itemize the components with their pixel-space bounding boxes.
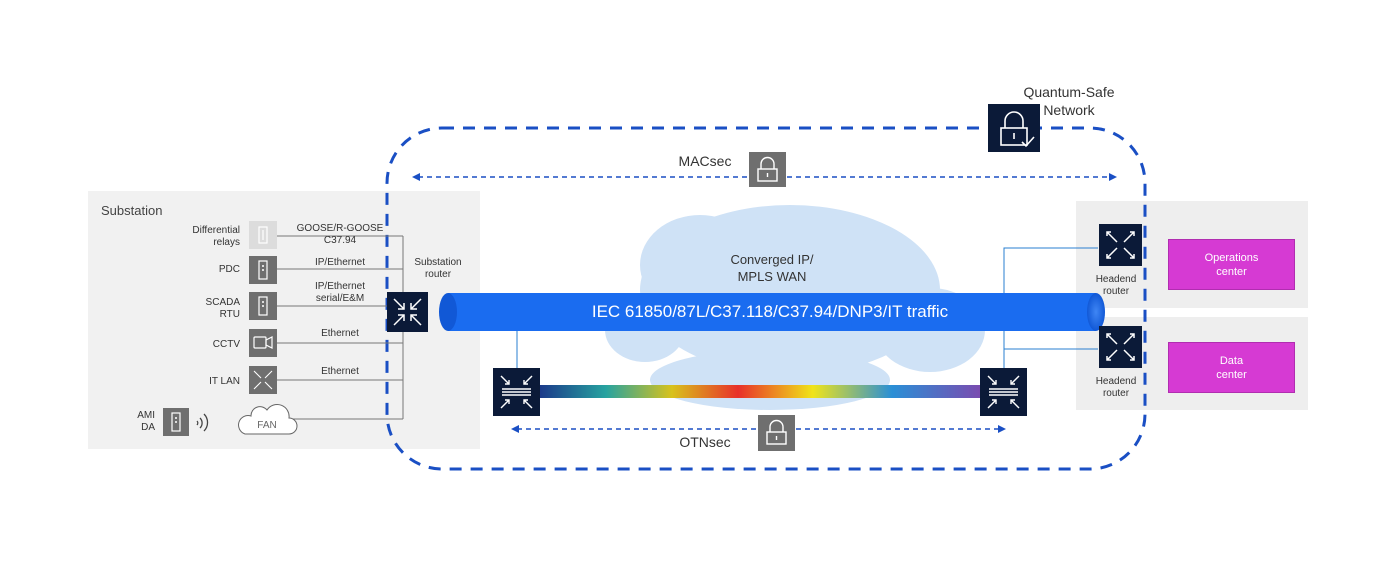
pipe-label: IEC 61850/87L/C37.118/C37.94/DNP3/IT tra… xyxy=(591,302,949,321)
substation-title: Substation xyxy=(101,203,163,218)
otnsec-label: OTNsec xyxy=(679,434,731,450)
quantum-safe-label: Quantum-Safe Network xyxy=(1023,84,1115,118)
cloud-label: Converged IP/ MPLS WAN xyxy=(730,252,814,284)
device-label-pdc: PDC xyxy=(218,264,240,275)
rtu-icon xyxy=(249,256,277,284)
traffic-pipe xyxy=(439,293,1105,331)
lan-switch-icon xyxy=(249,366,277,394)
otnsec-arrow xyxy=(511,425,1006,433)
macsec-label: MACsec xyxy=(678,153,732,169)
headend-router-label-2: Headend router xyxy=(1095,376,1137,399)
optical-transport-line xyxy=(540,385,980,398)
cloud-icon xyxy=(605,205,985,410)
camera-icon xyxy=(249,329,277,357)
lock-icon xyxy=(758,415,795,451)
link-label-cctv: Ethernet xyxy=(321,328,359,339)
operations-center-box: Operations center xyxy=(1168,239,1295,290)
device-label-ami: AMI DA xyxy=(137,410,155,433)
link-label-pdc: IP/Ethernet xyxy=(314,257,366,268)
link-label-itlan: Ethernet xyxy=(321,366,359,377)
device-label-itlan: IT LAN xyxy=(209,376,240,387)
substation-router-label: Substation router xyxy=(414,257,462,280)
fan-cloud-icon xyxy=(238,404,298,435)
headend-router-label-1: Headend router xyxy=(1095,274,1137,297)
lock-check-icon xyxy=(988,104,1040,152)
otn-links xyxy=(516,247,1098,368)
data-center-box: Data center xyxy=(1168,342,1295,393)
optical-switch-icon xyxy=(980,368,1027,416)
router-icon xyxy=(387,292,428,332)
device-label-relays: Differential relays xyxy=(192,225,240,248)
device-label-scada: SCADA RTU xyxy=(205,297,240,320)
link-label-scada: IP/Ethernet serial/E&M xyxy=(314,281,366,304)
optical-switch-icon xyxy=(493,368,540,416)
wifi-icon xyxy=(196,413,209,432)
lock-icon xyxy=(749,152,786,187)
device-label-cctv: CCTV xyxy=(212,339,240,350)
relay-icon xyxy=(249,221,277,249)
rtu-icon xyxy=(249,292,277,320)
router-icon xyxy=(1099,224,1142,266)
fan-label: FAN xyxy=(257,420,277,431)
router-icon xyxy=(1099,326,1142,368)
rtu-icon xyxy=(163,408,189,436)
link-label-goose: GOOSE/R-GOOSE C37.94 xyxy=(296,223,384,246)
